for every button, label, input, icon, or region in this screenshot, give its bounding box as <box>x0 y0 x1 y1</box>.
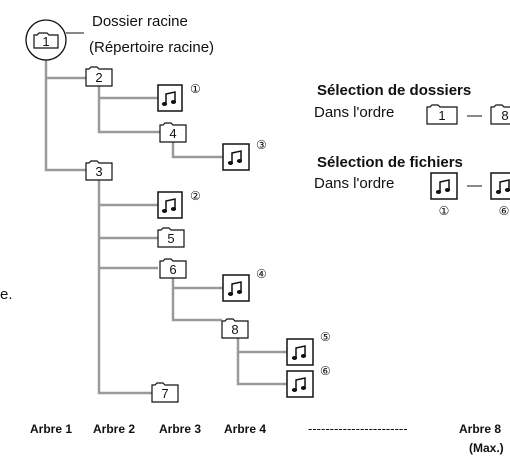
legend-file-first: ① <box>430 172 458 218</box>
music-file-5: ⑤ <box>286 330 331 366</box>
tree-level-dots: ----------------------- <box>308 421 408 436</box>
folder-3-number: 3 <box>95 164 102 179</box>
folder-7: 7 <box>151 382 179 403</box>
tree-level-2: Arbre 2 <box>93 422 135 436</box>
tree-level-labels: Arbre 1 Arbre 2 Arbre 3 Arbre 4 --------… <box>30 421 504 455</box>
root-folder: 1 <box>25 19 67 61</box>
side-fragment: e. <box>0 286 13 303</box>
folder-2: 2 <box>85 66 113 87</box>
legend-folders-order: Dans l'ordre <box>314 104 394 121</box>
root-label-line1: Dossier racine <box>92 13 188 30</box>
folder-3: 3 <box>85 160 113 181</box>
folder-7-number: 7 <box>161 386 168 401</box>
music-file-5-marker: ⑤ <box>320 330 331 344</box>
music-file-1-marker: ① <box>190 82 201 96</box>
folder-8: 8 <box>221 318 249 339</box>
tree-level-4: Arbre 4 <box>224 422 266 436</box>
folder-5-number: 5 <box>167 231 174 246</box>
legend-folder-last-number: 8 <box>501 108 508 123</box>
legend-files-order: Dans l'ordre <box>314 175 394 192</box>
tree-level-8: Arbre 8 <box>459 422 501 436</box>
tree-connectors <box>44 50 287 395</box>
music-file-2-marker: ② <box>190 189 201 203</box>
music-file-4-marker: ④ <box>256 267 267 281</box>
legend-folder-first: 1 <box>426 104 458 125</box>
legend-files-dash: — <box>467 177 482 194</box>
legend-file-selection: Sélection de fichiers Dans l'ordre ① — ⑥ <box>314 154 510 218</box>
folder-6-number: 6 <box>169 262 176 277</box>
folder-4: 4 <box>159 122 187 143</box>
legend-file-last: ⑥ <box>490 172 510 218</box>
legend-files-title: Sélection de fichiers <box>317 154 463 171</box>
tree-level-1: Arbre 1 <box>30 422 72 436</box>
music-file-6: ⑥ <box>286 364 331 398</box>
legend-folder-last: 8 <box>490 104 510 125</box>
folder-4-number: 4 <box>169 126 176 141</box>
folder-8-number: 8 <box>231 322 238 337</box>
legend-folder-selection: Sélection de dossiers Dans l'ordre 1 — 8 <box>314 82 510 125</box>
legend-folder-first-number: 1 <box>438 108 445 123</box>
root-folder-number: 1 <box>42 34 49 49</box>
legend-folders-title: Sélection de dossiers <box>317 82 471 99</box>
music-file-4: ④ <box>222 267 267 302</box>
legend-file-first-marker: ① <box>439 204 450 218</box>
music-file-3: ③ <box>222 138 267 171</box>
music-file-2: ② <box>157 189 201 219</box>
root-label-line2: (Répertoire racine) <box>89 39 214 56</box>
tree-level-max: (Max.) <box>469 441 504 455</box>
folder-5: 5 <box>157 227 185 248</box>
music-file-6-marker: ⑥ <box>320 364 331 378</box>
legend-folders-dash: — <box>467 107 482 124</box>
tree-level-3: Arbre 3 <box>159 422 201 436</box>
music-file-1: ① <box>157 82 201 112</box>
folder-6: 6 <box>159 258 187 279</box>
legend-file-last-marker: ⑥ <box>499 204 510 218</box>
music-file-3-marker: ③ <box>256 138 267 152</box>
folder-2-number: 2 <box>95 70 102 85</box>
